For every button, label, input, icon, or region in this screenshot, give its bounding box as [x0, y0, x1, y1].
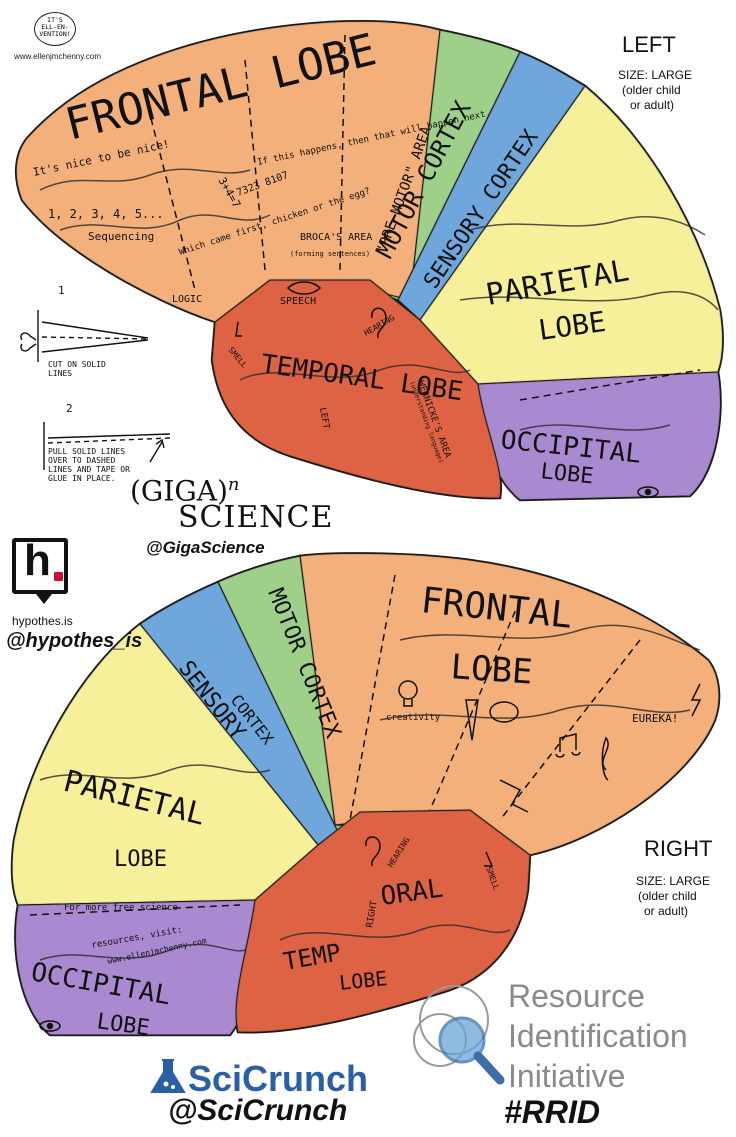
left-note-broca: BROCA'S AREA: [300, 232, 372, 243]
right-size-note-2: or adult): [636, 904, 710, 919]
left-size-label: SIZE: LARGE: [618, 68, 692, 83]
rri-line-1: Resource: [508, 978, 645, 1015]
right-note-eureka: EUREKA!: [632, 712, 678, 725]
hypothesis-logo: h: [12, 538, 68, 594]
right-size-label: SIZE: LARGE: [636, 874, 710, 889]
stipple-texture: [12, 21, 723, 1035]
left-note-logic: LOGIC: [172, 294, 202, 305]
left-size-note-2: or adult): [618, 98, 692, 113]
right-note-creativity: creativity: [386, 713, 441, 723]
rrid-hashtag[interactable]: #RRID: [504, 1094, 600, 1131]
rri-line-3: Initiative: [508, 1058, 625, 1095]
left-note-seq-nums: 1, 2, 3, 4, 5...: [48, 207, 164, 221]
flask-icon: [148, 1058, 188, 1096]
gigascience-handle[interactable]: @GigaScience: [146, 538, 265, 558]
step-1-text: CUT ON SOLID LINES: [48, 360, 108, 378]
instruction-diagram-1: [21, 310, 148, 362]
hypothesis-letter: h: [24, 536, 51, 586]
left-size: SIZE: LARGE (older child or adult): [618, 68, 692, 113]
hypothesis-handle[interactable]: @hypothes_is: [6, 630, 142, 653]
rri-magnifier-icon: [410, 980, 510, 1090]
left-note-sequencing: Sequencing: [88, 230, 154, 243]
scissors-icon: [21, 333, 36, 351]
right-frontal-label-2: LOBE: [449, 647, 533, 693]
step-2-text: PULL SOLID LINES OVER TO DASHED LINES AN…: [48, 447, 130, 483]
left-note-broca-sub: (forming sentences): [290, 250, 370, 258]
hypothesis-name: hypothes.is: [12, 614, 73, 628]
speech-tail-icon: [36, 594, 52, 604]
step-1-number: 1: [58, 286, 65, 295]
left-size-note-1: (older child: [618, 83, 692, 98]
rri-line-2: Identification: [508, 1018, 688, 1055]
right-note-more-1: For more free science: [64, 903, 178, 913]
left-title: LEFT: [622, 32, 676, 58]
right-temporal-label-3: LOBE: [338, 966, 388, 995]
right-size: SIZE: LARGE (older child or adult): [636, 874, 710, 919]
left-note-speech: SPEECH: [280, 296, 316, 307]
right-title: RIGHT: [644, 836, 712, 862]
right-parietal-label-2: LOBE: [114, 847, 167, 872]
right-size-note-1: (older child: [636, 889, 710, 904]
hypothesis-dot: [54, 572, 63, 581]
giga-n: n: [228, 474, 240, 495]
gigascience-logo-bottom: SCIENCE: [178, 500, 333, 535]
scicrunch-handle[interactable]: @SciCrunch: [168, 1094, 347, 1128]
step-2-number: 2: [66, 404, 73, 413]
